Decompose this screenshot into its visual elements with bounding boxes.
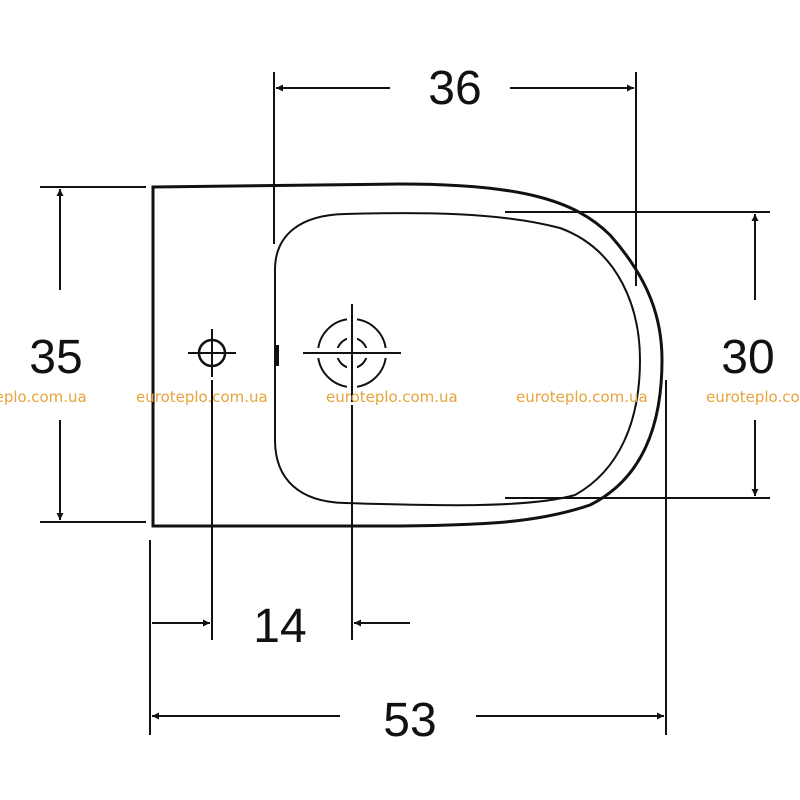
watermark-text: euroteplo.com.ua xyxy=(136,388,268,406)
bidet-outer-outline xyxy=(151,182,664,528)
dimension-35: 35 xyxy=(29,189,83,520)
dim-label-14: 14 xyxy=(253,600,306,653)
dim-label-30: 30 xyxy=(721,331,774,384)
dimension-14: 14 xyxy=(152,600,410,653)
watermark-text: euroteplo.com.ua xyxy=(326,388,458,406)
watermark-text: euroteplo.com.ua xyxy=(706,388,800,406)
watermark-text: euroteplo.com.ua xyxy=(0,388,87,406)
dim-label-53: 53 xyxy=(383,694,436,747)
watermark-row: euroteplo.com.ua euroteplo.com.ua eurote… xyxy=(0,388,800,406)
dimension-30: 30 xyxy=(721,214,775,496)
dimension-36: 36 xyxy=(276,62,634,115)
tap-hole-marker xyxy=(188,329,236,377)
watermark-text: euroteplo.com.ua xyxy=(516,388,648,406)
dimension-53: 53 xyxy=(152,694,664,747)
waste-hole-marker xyxy=(303,304,401,402)
bidet-inner-bowl xyxy=(274,212,642,507)
extension-lines xyxy=(40,72,770,735)
dim-label-35: 35 xyxy=(29,331,82,384)
dim-label-36: 36 xyxy=(428,62,481,115)
